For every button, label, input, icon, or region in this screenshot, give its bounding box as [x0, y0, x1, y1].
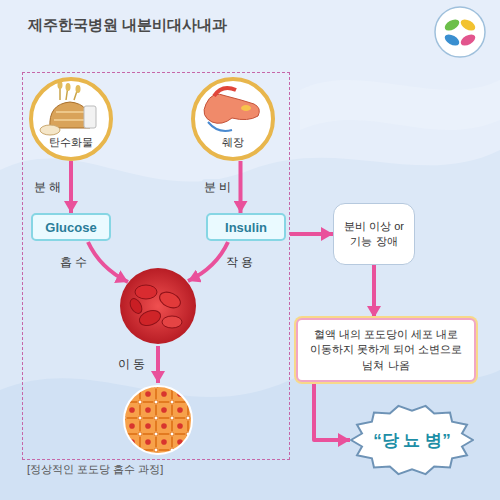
node-text: 혈액 내의 포도당이 세포 내로 이동하지 못하게 되어 소변으로 넘쳐 나옴	[308, 327, 464, 373]
node-text: Insulin	[225, 220, 267, 235]
flow-label: 이 동	[116, 356, 147, 373]
node-text: 췌장	[219, 135, 247, 150]
pancreas-illustration	[204, 88, 259, 131]
flow-label: 흡 수	[58, 254, 89, 271]
circle-fill	[192, 78, 272, 158]
condition-box: 분비 이상 or 기능 장애	[333, 203, 415, 265]
flow-arrow	[314, 382, 350, 440]
body-cells	[124, 386, 192, 454]
blood-cells	[120, 268, 196, 344]
wave	[0, 0, 500, 182]
carbohydrate-illustration	[40, 81, 96, 135]
result-box: 혈액 내의 포도당이 세포 내로 이동하지 못하게 되어 소변으로 넘쳐 나옴	[296, 318, 476, 382]
node-text: Glucose	[45, 220, 96, 235]
logo-leaf	[459, 17, 477, 33]
substance-box: Glucose	[31, 213, 111, 241]
flow-arrow	[69, 161, 73, 213]
edge-label: 분 비	[202, 179, 233, 196]
logo	[435, 7, 485, 57]
edge-label: 분 해	[32, 179, 63, 196]
wave	[0, 366, 500, 500]
source-circle: 탄수화물	[29, 77, 113, 161]
flow-arrow	[372, 265, 376, 318]
node-text: 탄수화물	[46, 135, 96, 150]
diagnosis-badge: “당 뇨 병”	[350, 404, 474, 476]
node-text: 분비 이상 or 기능 장애	[342, 219, 406, 249]
logo-leaf	[443, 32, 461, 48]
circle-fill	[30, 78, 110, 158]
logo-leaf	[459, 32, 477, 48]
node-text: [정상적인 포도당 흡수 과정]	[27, 462, 163, 477]
flow-label: 작 용	[224, 254, 255, 271]
flow-arrow	[290, 232, 333, 236]
source-circle: 췌장	[191, 77, 275, 161]
node-text: “당 뇨 병”	[373, 429, 450, 452]
absorb-arrow	[88, 242, 128, 282]
action-arrow	[188, 242, 228, 281]
logo-leaf	[443, 17, 461, 33]
move-arrow	[156, 346, 160, 383]
title: 제주한국병원 내분비대사내과	[28, 16, 227, 35]
flow-arrow	[239, 161, 243, 213]
wave	[300, 80, 500, 130]
substance-box: Insulin	[206, 213, 286, 241]
starburst-shape	[351, 406, 473, 474]
